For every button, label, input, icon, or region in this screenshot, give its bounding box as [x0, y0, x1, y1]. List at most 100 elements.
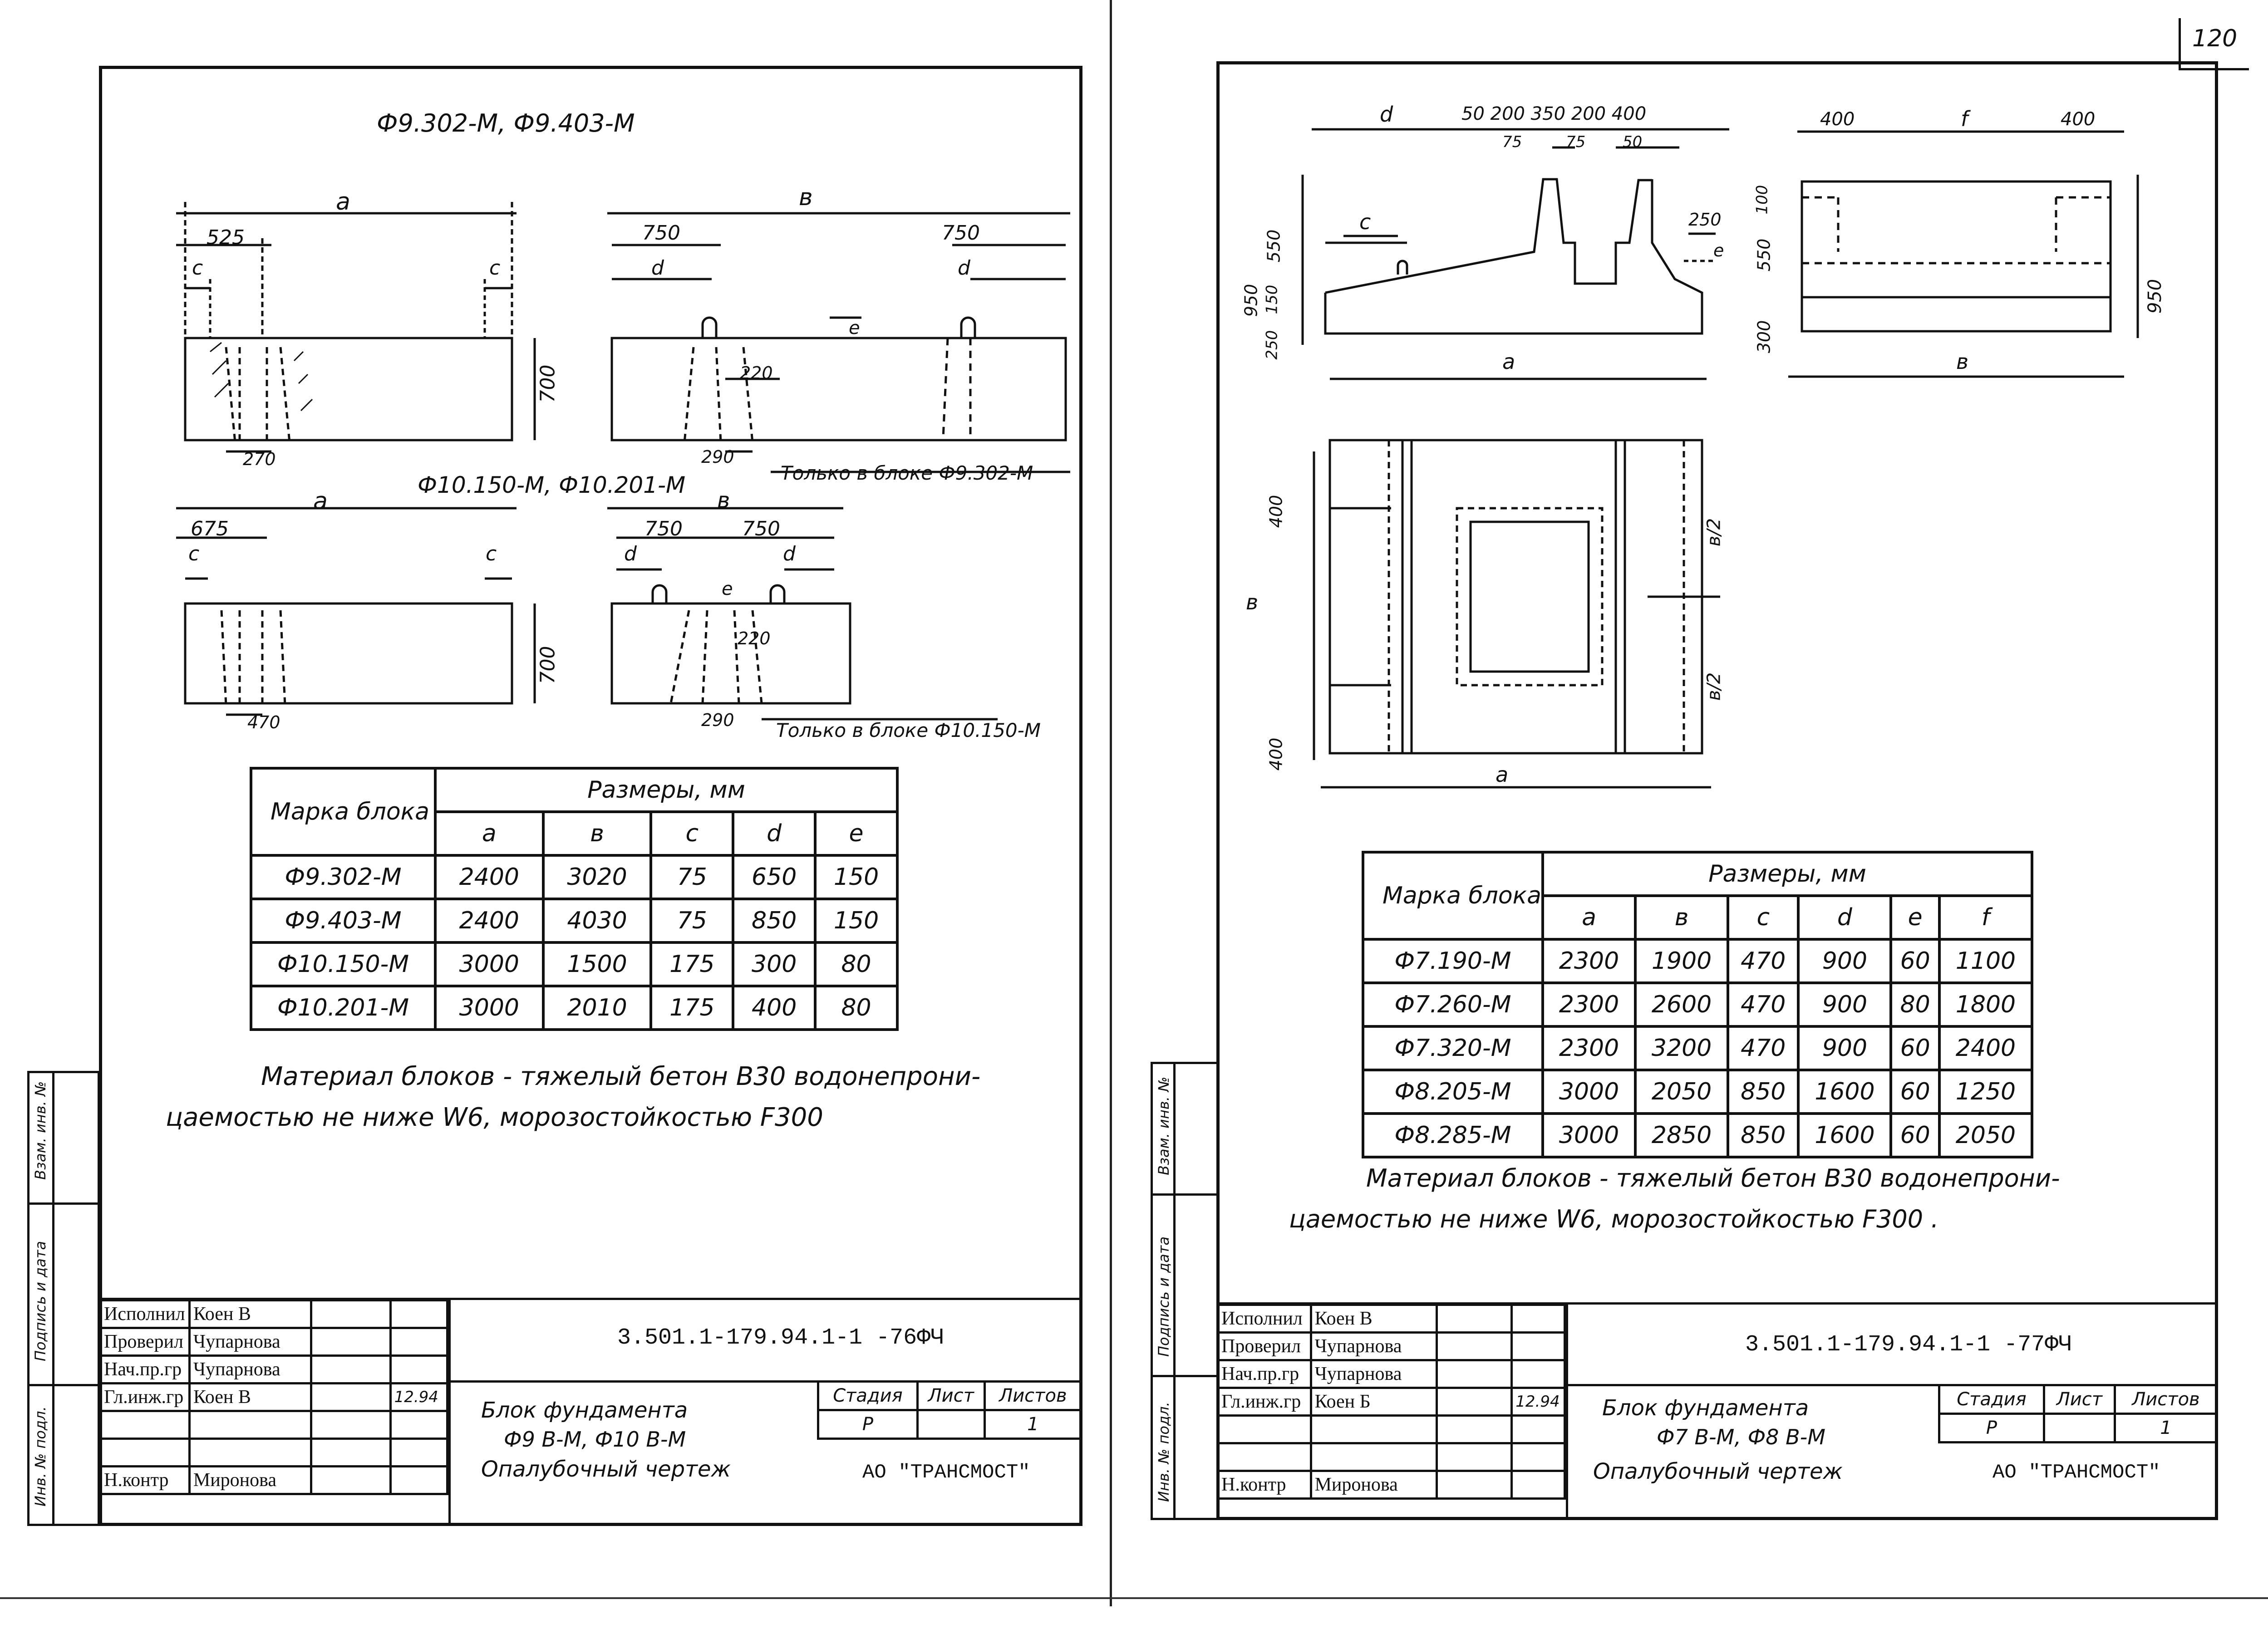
dim-e-2: e	[722, 579, 733, 599]
dim-700-2: 700	[536, 646, 560, 684]
left-material-line1: Материал блоков - тяжелый бетон В30 водо…	[261, 1062, 981, 1091]
dim-750-a: 750	[642, 221, 680, 245]
note-only-in-f10-150: Только в блоке Ф10.150-М	[776, 719, 1041, 741]
dim-525: 525	[207, 226, 245, 249]
r-dim-400b: 400	[2061, 109, 2096, 130]
right-material-line2: цаемостью не ниже W6, морозостойкостью F…	[1289, 1205, 1939, 1233]
note-only-in-f9-302: Только в блоке Ф9.302-М	[781, 462, 1033, 484]
left-drawings	[176, 202, 1070, 721]
left-side-strip	[27, 1071, 100, 1526]
right-sheet-frame	[1216, 61, 2218, 1520]
r-dim-400p2: 400	[1266, 737, 1286, 771]
foundation-elevation	[1324, 178, 1703, 335]
signature	[310, 1465, 392, 1495]
r-dim-e: e	[1713, 240, 1724, 260]
signature	[1435, 1304, 1513, 1334]
right-org: АО "ТРАНСМОСТ"	[1992, 1461, 2160, 1484]
left-side-label-3: Инв. № подл.	[32, 1406, 49, 1506]
r-dim-d: d	[1380, 102, 1393, 127]
block4-outline	[610, 602, 851, 705]
r-dim-c: c	[1359, 210, 1371, 234]
r-dim-250v: 250	[1263, 330, 1281, 360]
right-doc-name3: Опалубочный чертеж	[1593, 1459, 1843, 1484]
r-dim-75b: 75	[1566, 133, 1586, 151]
left-side-label-2: Подпись и дата	[32, 1241, 49, 1361]
r-dim-300: 300	[1754, 320, 1774, 353]
dim-e-1: e	[849, 318, 860, 339]
left-doc-name3: Опалубочный чертеж	[481, 1457, 731, 1482]
dim-d-right4: d	[783, 542, 796, 565]
r-dim-250: 250	[1688, 210, 1722, 230]
dim-220-1: 220	[740, 363, 773, 383]
left-doc-code: 3.501.1-179.94.1-1 -76ФЧ	[617, 1325, 945, 1351]
dim-b-2: в	[717, 488, 730, 513]
block2-outline	[610, 337, 1067, 442]
r-dim-100: 100	[1753, 185, 1771, 215]
r-dim-a-elev: a	[1502, 349, 1515, 374]
col-d: d	[732, 810, 817, 857]
r-dim-400a: 400	[1820, 109, 1855, 130]
fold-line	[1110, 0, 1112, 1606]
signature: ⁠	[310, 1299, 392, 1329]
r-dim-top-chain: 50 200 350 200 400	[1461, 103, 1647, 124]
r-dim-f: f	[1961, 107, 1968, 131]
table-header-sizes: Размеры, мм	[434, 767, 899, 813]
page-number-box	[2179, 18, 2249, 70]
left-title: Ф9.302-М, Ф9.403-М	[377, 109, 635, 137]
r-dim-550: 550	[1264, 229, 1284, 263]
left-doc-name2: Ф9 В-М, Ф10 В-М	[504, 1427, 686, 1452]
dim-d-left4: d	[624, 542, 637, 565]
signature	[310, 1327, 392, 1357]
foundation-side-view	[1801, 180, 2112, 333]
col-c: c	[649, 810, 735, 857]
dim-b-top: в	[799, 184, 813, 211]
bottom-edge-line	[0, 1597, 2268, 1599]
block1-outline	[184, 337, 513, 442]
r-dim-b-plan: в	[1246, 590, 1259, 614]
dim-270: 270	[243, 449, 276, 469]
signature	[1435, 1470, 1513, 1500]
r-dim-b2-top: в/2	[1703, 518, 1725, 547]
right-side-label-3: Инв. № подл.	[1155, 1402, 1172, 1502]
dim-470: 470	[247, 712, 280, 732]
left-side-label-1: Взам. инв. №	[32, 1081, 49, 1180]
dim-c-left1: c	[192, 256, 203, 280]
right-side-label-1: Взам. инв. №	[1155, 1076, 1172, 1175]
dim-d-right2: d	[958, 256, 970, 280]
stamp-date: 12.94	[389, 1382, 449, 1412]
block3-outline	[184, 602, 513, 705]
stamp-date: 12.94	[1510, 1387, 1566, 1417]
left-subtitle2: Ф10.150-М, Ф10.201-М	[418, 472, 686, 498]
left-titleblock-frame	[99, 1298, 1082, 1300]
right-doc-name2: Ф7 В-М, Ф8 В-М	[1657, 1425, 1825, 1449]
right-doc-name1: Блок фундамента	[1602, 1395, 1809, 1421]
left-sheet-frame	[99, 66, 1082, 1526]
signature	[1435, 1331, 1513, 1361]
r-dim-950: 950	[1241, 284, 1261, 317]
dim-290-1: 290	[701, 447, 734, 467]
table-header-mark: Марка блока	[1362, 851, 1544, 941]
right-material-line1: Материал блоков - тяжелый бетон В30 водо…	[1366, 1164, 2060, 1192]
right-size-table: Марка блока Размеры, мм a в c d e f Ф7.1…	[1362, 851, 2034, 1158]
dim-a-top: a	[336, 188, 350, 216]
col-e: e	[814, 810, 899, 857]
dim-700-1: 700	[536, 364, 560, 403]
signature	[1435, 1359, 1513, 1389]
left-doc-name1: Блок фундамента	[481, 1398, 688, 1423]
dim-750-c: 750	[644, 517, 683, 540]
right-doc-code: 3.501.1-179.94.1-1 -77ФЧ	[1745, 1332, 2072, 1358]
signature	[310, 1382, 392, 1412]
signature	[310, 1354, 392, 1384]
right-side-strip	[1151, 1062, 1219, 1520]
